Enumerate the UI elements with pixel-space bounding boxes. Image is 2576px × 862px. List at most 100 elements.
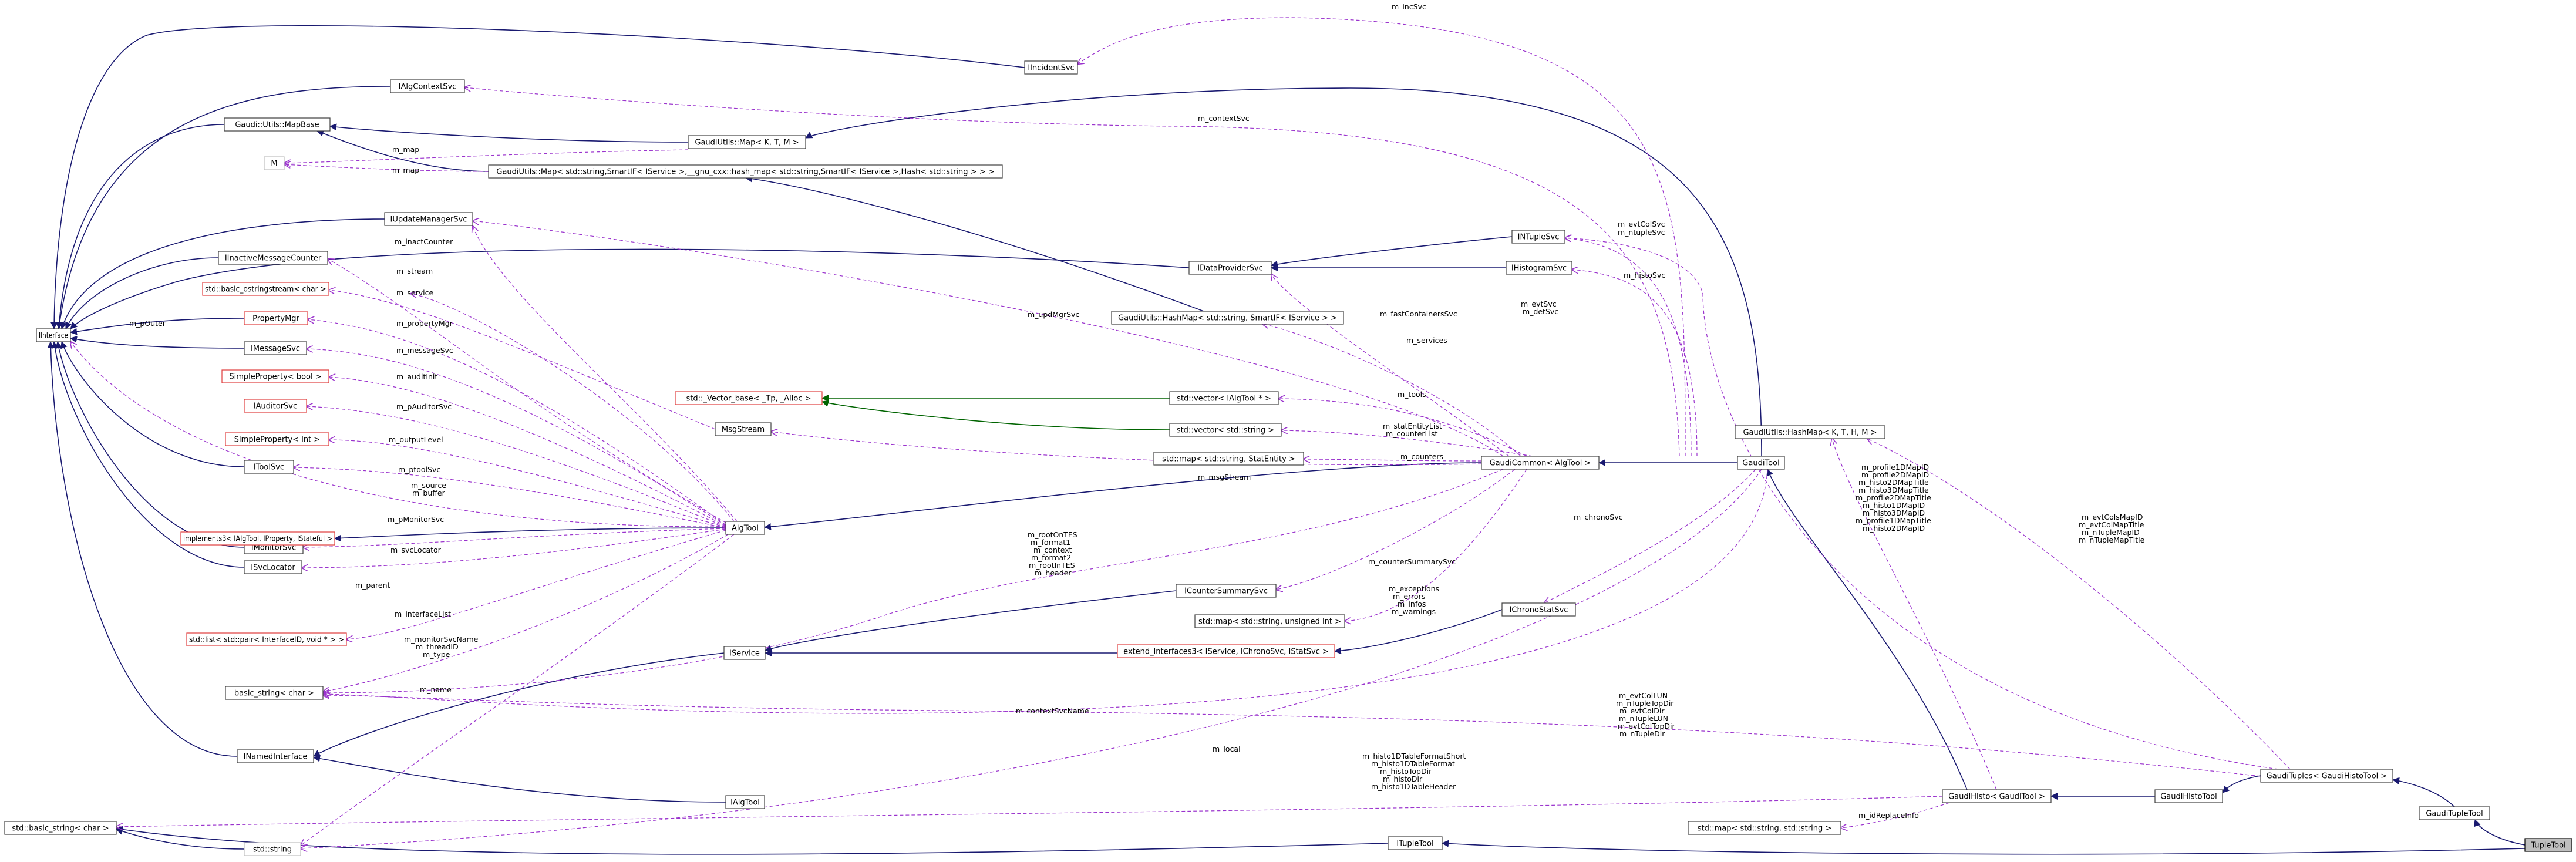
class-node-iauditorsvc[interactable]: IAuditorSvc — [244, 399, 307, 413]
class-node-algtool[interactable]: AlgTool — [725, 521, 765, 535]
class-node-gaudihistotool[interactable]: GaudiHisto< GaudiTool > — [1942, 789, 2052, 803]
class-box[interactable] — [36, 328, 71, 342]
class-box[interactable] — [1188, 261, 1272, 275]
class-node-mapstrstr[interactable]: std::map< std::string, std::string > — [1688, 821, 1841, 835]
class-box[interactable] — [4, 821, 117, 835]
class-box[interactable] — [725, 795, 765, 809]
class-node-idataprovidersvc[interactable]: IDataProviderSvc — [1188, 261, 1272, 275]
class-node-simplepropertyint[interactable]: SimpleProperty< int > — [225, 432, 329, 446]
class-node-icountersummarysvc[interactable]: ICounterSummarySvc — [1176, 584, 1277, 598]
class-box[interactable] — [1111, 311, 1344, 325]
class-box[interactable] — [244, 341, 307, 355]
class-node-intuplesvc[interactable]: INTupleSvc — [1511, 230, 1565, 244]
class-node-imessagesvc[interactable]: IMessageSvc — [244, 341, 307, 355]
class-box[interactable] — [2154, 789, 2223, 803]
class-box[interactable] — [244, 399, 307, 413]
class-node-gaudihistotoolcls[interactable]: GaudiHistoTool — [2154, 789, 2223, 803]
class-box[interactable] — [1942, 789, 2052, 803]
class-box[interactable] — [1506, 261, 1572, 275]
class-box[interactable] — [723, 646, 766, 660]
class-node-iinactivemessagecounter[interactable]: IInactiveMessageCounter — [218, 251, 328, 265]
class-box[interactable] — [725, 521, 765, 535]
class-box[interactable] — [1194, 614, 1345, 628]
class-node-simplepropertybool[interactable]: SimpleProperty< bool > — [221, 369, 329, 383]
class-node-ichronostatsvc[interactable]: IChronoStatSvc — [1501, 602, 1576, 617]
class-box[interactable] — [1153, 452, 1304, 466]
class-box[interactable] — [1117, 644, 1335, 658]
class-node-gaudicommon[interactable]: GaudiCommon< AlgTool > — [1481, 456, 1600, 470]
class-node-vecstring[interactable]: std::vector< std::string > — [1169, 423, 1282, 437]
class-node-iinterface[interactable]: IInterface — [36, 328, 71, 342]
class-box[interactable] — [688, 135, 806, 149]
edge-label-m-msgstream: m_msgStream — [1198, 473, 1251, 481]
class-box[interactable] — [225, 432, 329, 446]
class-node-mapktm[interactable]: GaudiUtils::Map< K, T, M > — [688, 135, 806, 149]
class-node-msgstream[interactable]: MsgStream — [715, 422, 772, 436]
class-node-tupletool[interactable]: TupleTool — [2524, 838, 2572, 852]
class-node-ialgcontextsvc[interactable]: IAlgContextSvc — [390, 79, 465, 93]
class-box[interactable] — [1511, 230, 1565, 244]
class-box[interactable] — [237, 749, 314, 763]
class-node-extendinterfaces3[interactable]: extend_interfaces3< IService, IChronoSvc… — [1117, 644, 1335, 658]
class-box[interactable] — [224, 117, 331, 132]
class-node-inamedinterface[interactable]: INamedInterface — [237, 749, 314, 763]
class-box[interactable] — [221, 369, 329, 383]
class-box[interactable] — [244, 460, 294, 474]
class-box[interactable] — [218, 251, 328, 265]
class-box[interactable] — [715, 422, 772, 436]
class-box[interactable] — [180, 531, 335, 546]
class-box[interactable] — [1169, 423, 1282, 437]
class-node-std-basic-string[interactable]: std::basic_string< char > — [4, 821, 117, 835]
class-node-basic-string[interactable]: basic_string< char > — [225, 686, 324, 700]
class-node-ihistogramsvc[interactable]: IHistogramSvc — [1506, 261, 1572, 275]
class-node-iupdatemanagersvc[interactable]: IUpdateManagerSvc — [384, 212, 473, 226]
class-box[interactable] — [2260, 769, 2393, 783]
class-node-vecialgtool[interactable]: std::vector< IAlgTool * > — [1169, 391, 1279, 405]
class-node-mapsmartif[interactable]: GaudiUtils::Map< std::string,SmartIF< IS… — [488, 164, 1003, 179]
class-box[interactable] — [1737, 456, 1785, 470]
class-node-hashmapkthm[interactable]: GaudiUtils::HashMap< K, T, H, M > — [1735, 425, 1885, 439]
class-box[interactable] — [264, 156, 285, 170]
class-box[interactable] — [390, 79, 465, 93]
class-node-m[interactable]: M — [264, 156, 285, 170]
class-node-iservice[interactable]: IService — [723, 646, 766, 660]
class-node-ialgtool[interactable]: IAlgTool — [725, 795, 765, 809]
class-node-mapbase[interactable]: Gaudi::Utils::MapBase — [224, 117, 331, 132]
class-node-basic-ostringstream[interactable]: std::basic_ostringstream< char > — [202, 282, 329, 296]
class-node-gaudituples[interactable]: GaudiTuples< GaudiHistoTool > — [2260, 769, 2393, 783]
class-box[interactable] — [488, 164, 1003, 179]
class-box[interactable] — [1481, 456, 1600, 470]
class-box[interactable] — [186, 632, 347, 646]
class-node-implements3[interactable]: implements3< IAlgTool, IProperty, IState… — [180, 531, 335, 546]
class-box[interactable] — [1024, 60, 1078, 75]
class-box[interactable] — [244, 560, 302, 574]
class-box[interactable] — [2524, 838, 2572, 852]
class-box[interactable] — [244, 311, 308, 325]
class-node-propertymgr[interactable]: PropertyMgr — [244, 311, 308, 325]
class-node-std-string[interactable]: std::string — [244, 842, 301, 856]
class-box[interactable] — [384, 212, 473, 226]
class-node-mapuint[interactable]: std::map< std::string, unsigned int > — [1194, 614, 1345, 628]
class-node-mapstatentity[interactable]: std::map< std::string, StatEntity > — [1153, 452, 1304, 466]
class-box[interactable] — [2419, 806, 2490, 820]
class-box[interactable] — [675, 391, 823, 405]
class-box[interactable] — [1735, 425, 1885, 439]
class-box[interactable] — [1388, 836, 1443, 850]
class-node-listpair[interactable]: std::list< std::pair< InterfaceID, void … — [186, 632, 347, 646]
class-box[interactable] — [225, 686, 324, 700]
class-box[interactable] — [202, 282, 329, 296]
class-node-itoolsvc[interactable]: IToolSvc — [244, 460, 294, 474]
class-box[interactable] — [1176, 584, 1277, 598]
class-node-vectorbase[interactable]: std::_Vector_base< _Tp, _Alloc > — [675, 391, 823, 405]
class-node-gauditool[interactable]: GaudiTool — [1737, 456, 1785, 470]
class-box[interactable] — [244, 842, 301, 856]
class-node-gauditupletool[interactable]: GaudiTupleTool — [2419, 806, 2490, 820]
class-box[interactable] — [1169, 391, 1279, 405]
class-node-isvclocator[interactable]: ISvcLocator — [244, 560, 302, 574]
class-box[interactable] — [1501, 602, 1576, 617]
class-node-intupletool[interactable]: ITupleTool — [1388, 836, 1443, 850]
class-node-hashmapsmartif[interactable]: GaudiUtils::HashMap< std::string, SmartI… — [1111, 311, 1344, 325]
class-node-iincidentsvc[interactable]: IIncidentSvc — [1024, 60, 1078, 75]
class-box[interactable] — [1688, 821, 1841, 835]
class-name-label: IUpdateManagerSvc — [390, 215, 467, 224]
